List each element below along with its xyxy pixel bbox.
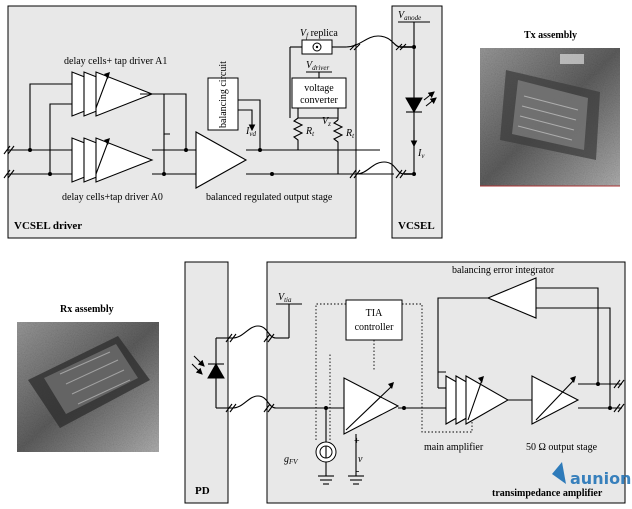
output-stage-triangle xyxy=(195,131,248,189)
rt-resistor-right xyxy=(332,119,344,174)
tia-controller-line1: TIA xyxy=(366,308,383,319)
tx-port-symbols xyxy=(3,43,407,179)
iv-label: Iv xyxy=(417,148,425,160)
vcsel-driver-panel xyxy=(7,5,357,239)
tia-panel-title: transimpedance amplifier xyxy=(492,488,603,499)
gfv-current-source xyxy=(315,406,337,485)
tia-controller-box xyxy=(345,299,403,341)
rt-resistor-left xyxy=(292,117,304,150)
vcsel-driver-title: VCSEL driver xyxy=(14,220,82,232)
watermark-text: aunion xyxy=(570,469,631,488)
vdriver-label: Vdriver xyxy=(306,60,329,72)
plus-sign: + xyxy=(354,436,360,447)
watermark-logo: aunion xyxy=(552,462,631,488)
vcsel-diode xyxy=(405,91,437,114)
main-amplifier-label: main amplifier xyxy=(424,442,484,453)
balancing-integrator xyxy=(486,277,537,319)
tx-input-wiring xyxy=(8,83,196,176)
pd-panel xyxy=(184,261,229,504)
delay-a1-label: delay cells+ tap driver A1 xyxy=(64,56,167,67)
tx-cables xyxy=(345,35,412,175)
vz-label: Vz xyxy=(322,116,331,128)
voltage-converter-line2: converter xyxy=(300,95,338,106)
delay-cells-a0 xyxy=(71,137,154,183)
vanode-label: Vanode xyxy=(398,10,421,22)
balancing-circuit-label: balancing circuit xyxy=(218,61,229,128)
balancing-integrator-label: balancing error integrator xyxy=(452,265,555,276)
minus-sign: - xyxy=(356,466,359,477)
balancing-circuit-box xyxy=(207,77,239,131)
tx-assembly-caption: Tx assembly xyxy=(524,30,577,41)
rt-right-label: Rt xyxy=(345,128,355,140)
voltage-converter-box xyxy=(291,77,347,109)
main-amplifier xyxy=(445,375,510,425)
gfv-label: gFV xyxy=(284,454,298,466)
delay-a0-label: delay cells+tap driver A0 xyxy=(62,192,163,203)
delay-cells-a1 xyxy=(71,71,154,117)
output-stage-label: balanced regulated output stage xyxy=(206,192,333,203)
output-stage-50ohm-label: 50 Ω output stage xyxy=(526,442,598,453)
rx-cables xyxy=(216,325,277,413)
rx-assembly-caption: Rx assembly xyxy=(60,304,114,315)
vf-replica-label: Vf replica xyxy=(300,28,338,40)
rt-left-label: Rt xyxy=(305,126,315,138)
tx-assembly-photo xyxy=(480,48,620,187)
rx-assembly-photo xyxy=(17,322,159,452)
vcsel-panel xyxy=(391,5,443,239)
v-label: v xyxy=(358,454,363,465)
vcsel-title: VCSEL xyxy=(398,220,435,232)
tia-controller-line2: controller xyxy=(355,322,395,333)
voltage-converter-line1: voltage xyxy=(304,83,334,94)
pd-title: PD xyxy=(195,485,210,497)
photodiode xyxy=(191,338,225,408)
ivd-label: Ivd xyxy=(245,126,256,138)
vtia-label: Vtia xyxy=(278,292,292,304)
v-voltage-node xyxy=(348,434,364,485)
